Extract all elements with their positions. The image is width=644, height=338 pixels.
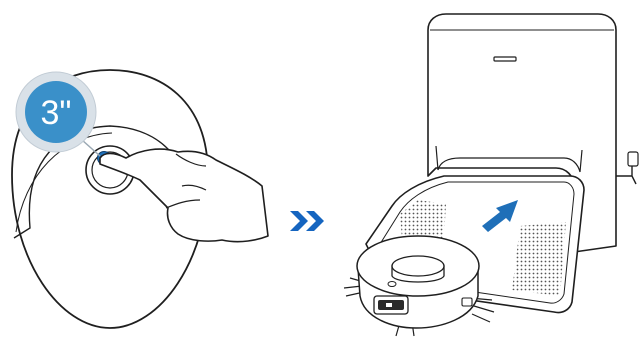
robot-side-port: [461, 297, 473, 307]
chevron-1: [290, 211, 308, 231]
dock-vent-left: [400, 200, 446, 240]
dock-vent-right: [512, 222, 566, 296]
hand-outline: [99, 148, 269, 243]
hold-time-label: 3": [41, 94, 72, 132]
direction-arrow: [482, 200, 518, 232]
robot-top-button: [387, 281, 397, 287]
arrow-up-right-icon: [482, 200, 518, 232]
chevron-2: [306, 211, 324, 231]
callout-leader-line: [81, 139, 101, 157]
dock-tower: [427, 13, 617, 253]
side-brushes: [343, 277, 495, 337]
double-chevron-right-icon: [290, 211, 324, 231]
dock-handle-slot: [493, 56, 517, 62]
power-plug: [627, 151, 639, 167]
robot-lidar-top: [391, 255, 445, 277]
dock-tower-cavity: [435, 145, 583, 173]
hold-time-callout: 3": [15, 71, 101, 157]
hand-knuckle-lines: [165, 153, 207, 209]
callout-bubble: [25, 81, 87, 143]
robot-bumper-edge: [15, 132, 113, 233]
robot-vacuum-perspective: [343, 235, 495, 337]
robot-front-sensor-dot: [386, 303, 392, 307]
pressing-hand: [99, 148, 269, 243]
